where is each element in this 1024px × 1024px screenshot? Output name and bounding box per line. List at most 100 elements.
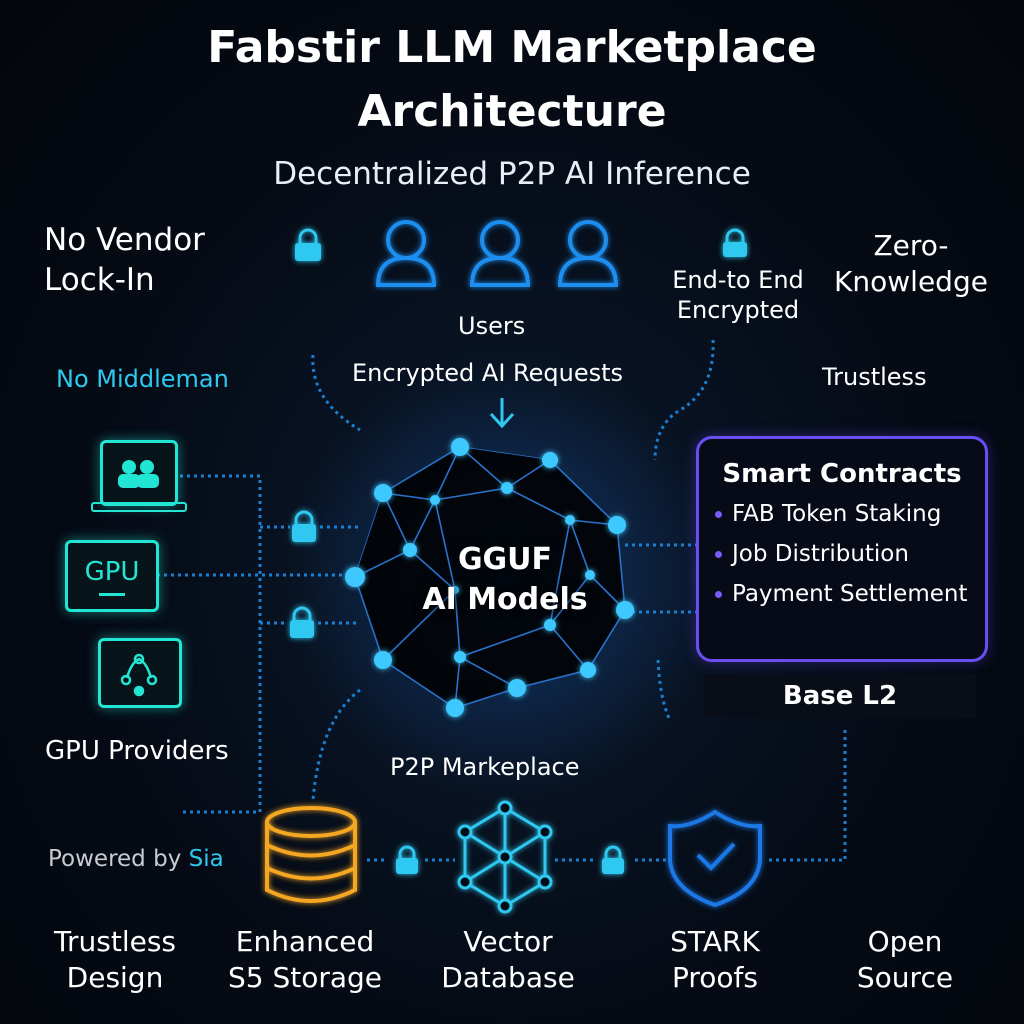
arrow-down-icon [489, 398, 515, 429]
network-node [451, 586, 459, 594]
feature-no-vendor-lockin: No Vendor Lock-In [44, 220, 205, 300]
feature-zero-knowledge: Zero- Knowledge [826, 228, 996, 300]
feature-text: Zero- [873, 229, 949, 262]
gpu-stand [99, 592, 125, 596]
lock-icon [723, 228, 747, 257]
contract-item-text: Payment Settlement [732, 581, 968, 607]
core-models-label: GGUF AI Models [405, 540, 605, 620]
network-node [374, 484, 392, 502]
provider-node[interactable] [98, 638, 182, 708]
lock-icon [602, 845, 624, 874]
contract-item: FAB Token Staking [715, 501, 985, 527]
laptop-base [91, 502, 187, 512]
bottom-text: Vector [463, 925, 553, 958]
feature-text: Lock-In [44, 262, 155, 298]
feature-text: End-to End [672, 266, 804, 294]
network-node [565, 515, 575, 525]
contract-item-text: FAB Token Staking [732, 501, 942, 527]
base-l2-label: Base L2 [704, 674, 976, 718]
bottom-text: Open [867, 925, 943, 958]
feature-text: Encrypted [676, 296, 800, 324]
lock-icon [290, 606, 314, 638]
smart-contracts-panel: Smart Contracts FAB Token Staking Job Di… [696, 436, 988, 662]
vector-database-icon [457, 800, 553, 914]
network-node [430, 495, 440, 505]
feature-no-middleman: No Middleman [56, 365, 229, 393]
dotted-connectors [150, 339, 847, 862]
p2p-marketplace-label: P2P Markeplace [390, 753, 580, 781]
bottom-text: Design [66, 961, 164, 994]
feature-e2e-encrypted: End-to End Encrypted [672, 265, 804, 325]
feature-text: Knowledge [834, 265, 988, 298]
bottom-text: STARK [670, 925, 760, 958]
title-line-2: Architecture [357, 86, 667, 137]
feature-text: No Vendor [44, 222, 205, 258]
user-icon [469, 220, 531, 287]
network-node [580, 662, 596, 678]
curve-top-right [653, 339, 715, 461]
network-node [451, 438, 469, 456]
provider-laptop[interactable] [100, 440, 178, 506]
bottom-text: Trustless [54, 925, 176, 958]
bottom-text: S5 Storage [227, 961, 383, 994]
network-node [542, 452, 558, 468]
network-node [403, 543, 417, 557]
bullet-icon [715, 511, 722, 518]
network-node [446, 699, 464, 717]
network-node [544, 619, 556, 631]
network-node [608, 516, 626, 534]
curve-top-left [311, 354, 361, 432]
bottom-text: Database [441, 961, 575, 994]
bullet-icon [715, 591, 722, 598]
bottom-text: Enhanced [235, 925, 375, 958]
bullet-icon [715, 551, 722, 558]
user-icon [375, 220, 437, 287]
contract-item-text: Job Distribution [732, 541, 909, 567]
powered-by-sia: Powered by Sia [48, 846, 224, 872]
contract-links [625, 543, 696, 614]
core-text: GGUF [457, 542, 553, 577]
provider-gpu[interactable]: GPU [65, 540, 159, 612]
powered-by-text: Powered by [48, 846, 189, 872]
lock-icon [295, 228, 321, 261]
lock-icon [292, 510, 316, 542]
network-node [454, 651, 466, 663]
user-icon [557, 220, 619, 287]
base-to-stark [765, 730, 847, 862]
contract-item: Job Distribution [715, 541, 985, 567]
network-node [501, 482, 513, 494]
database-icon [265, 806, 357, 903]
bottom-text: Source [856, 961, 954, 994]
title-line-1: Fabstir LLM Marketplace [207, 22, 817, 73]
network-node [616, 601, 634, 619]
network-nodes [345, 438, 634, 717]
shield-check-icon [668, 809, 762, 908]
network-node [374, 651, 392, 669]
network-node [508, 679, 526, 697]
contract-item: Payment Settlement [715, 581, 985, 607]
bottom-text: Proofs [672, 961, 758, 994]
network-node [585, 570, 595, 580]
curve-bottom-right [656, 659, 672, 721]
core-text: AI Models [422, 582, 588, 617]
network-node [345, 567, 365, 587]
users-group-icon [118, 460, 159, 488]
feature-trustless: Trustless [822, 363, 927, 391]
sia-brand: Sia [188, 846, 224, 872]
curve-bottom-left [311, 688, 361, 801]
subtitle: Decentralized P2P AI Inference [273, 156, 751, 192]
lock-icon [396, 845, 418, 874]
encrypted-requests-label: Encrypted AI Requests [352, 359, 624, 387]
gpu-providers-label: GPU Providers [45, 736, 229, 766]
smart-contracts-title: Smart Contracts [722, 459, 962, 489]
users-icons [375, 220, 619, 287]
users-label: Users [458, 312, 526, 340]
gpu-label: GPU [84, 556, 140, 587]
network-share-icon [120, 653, 158, 697]
